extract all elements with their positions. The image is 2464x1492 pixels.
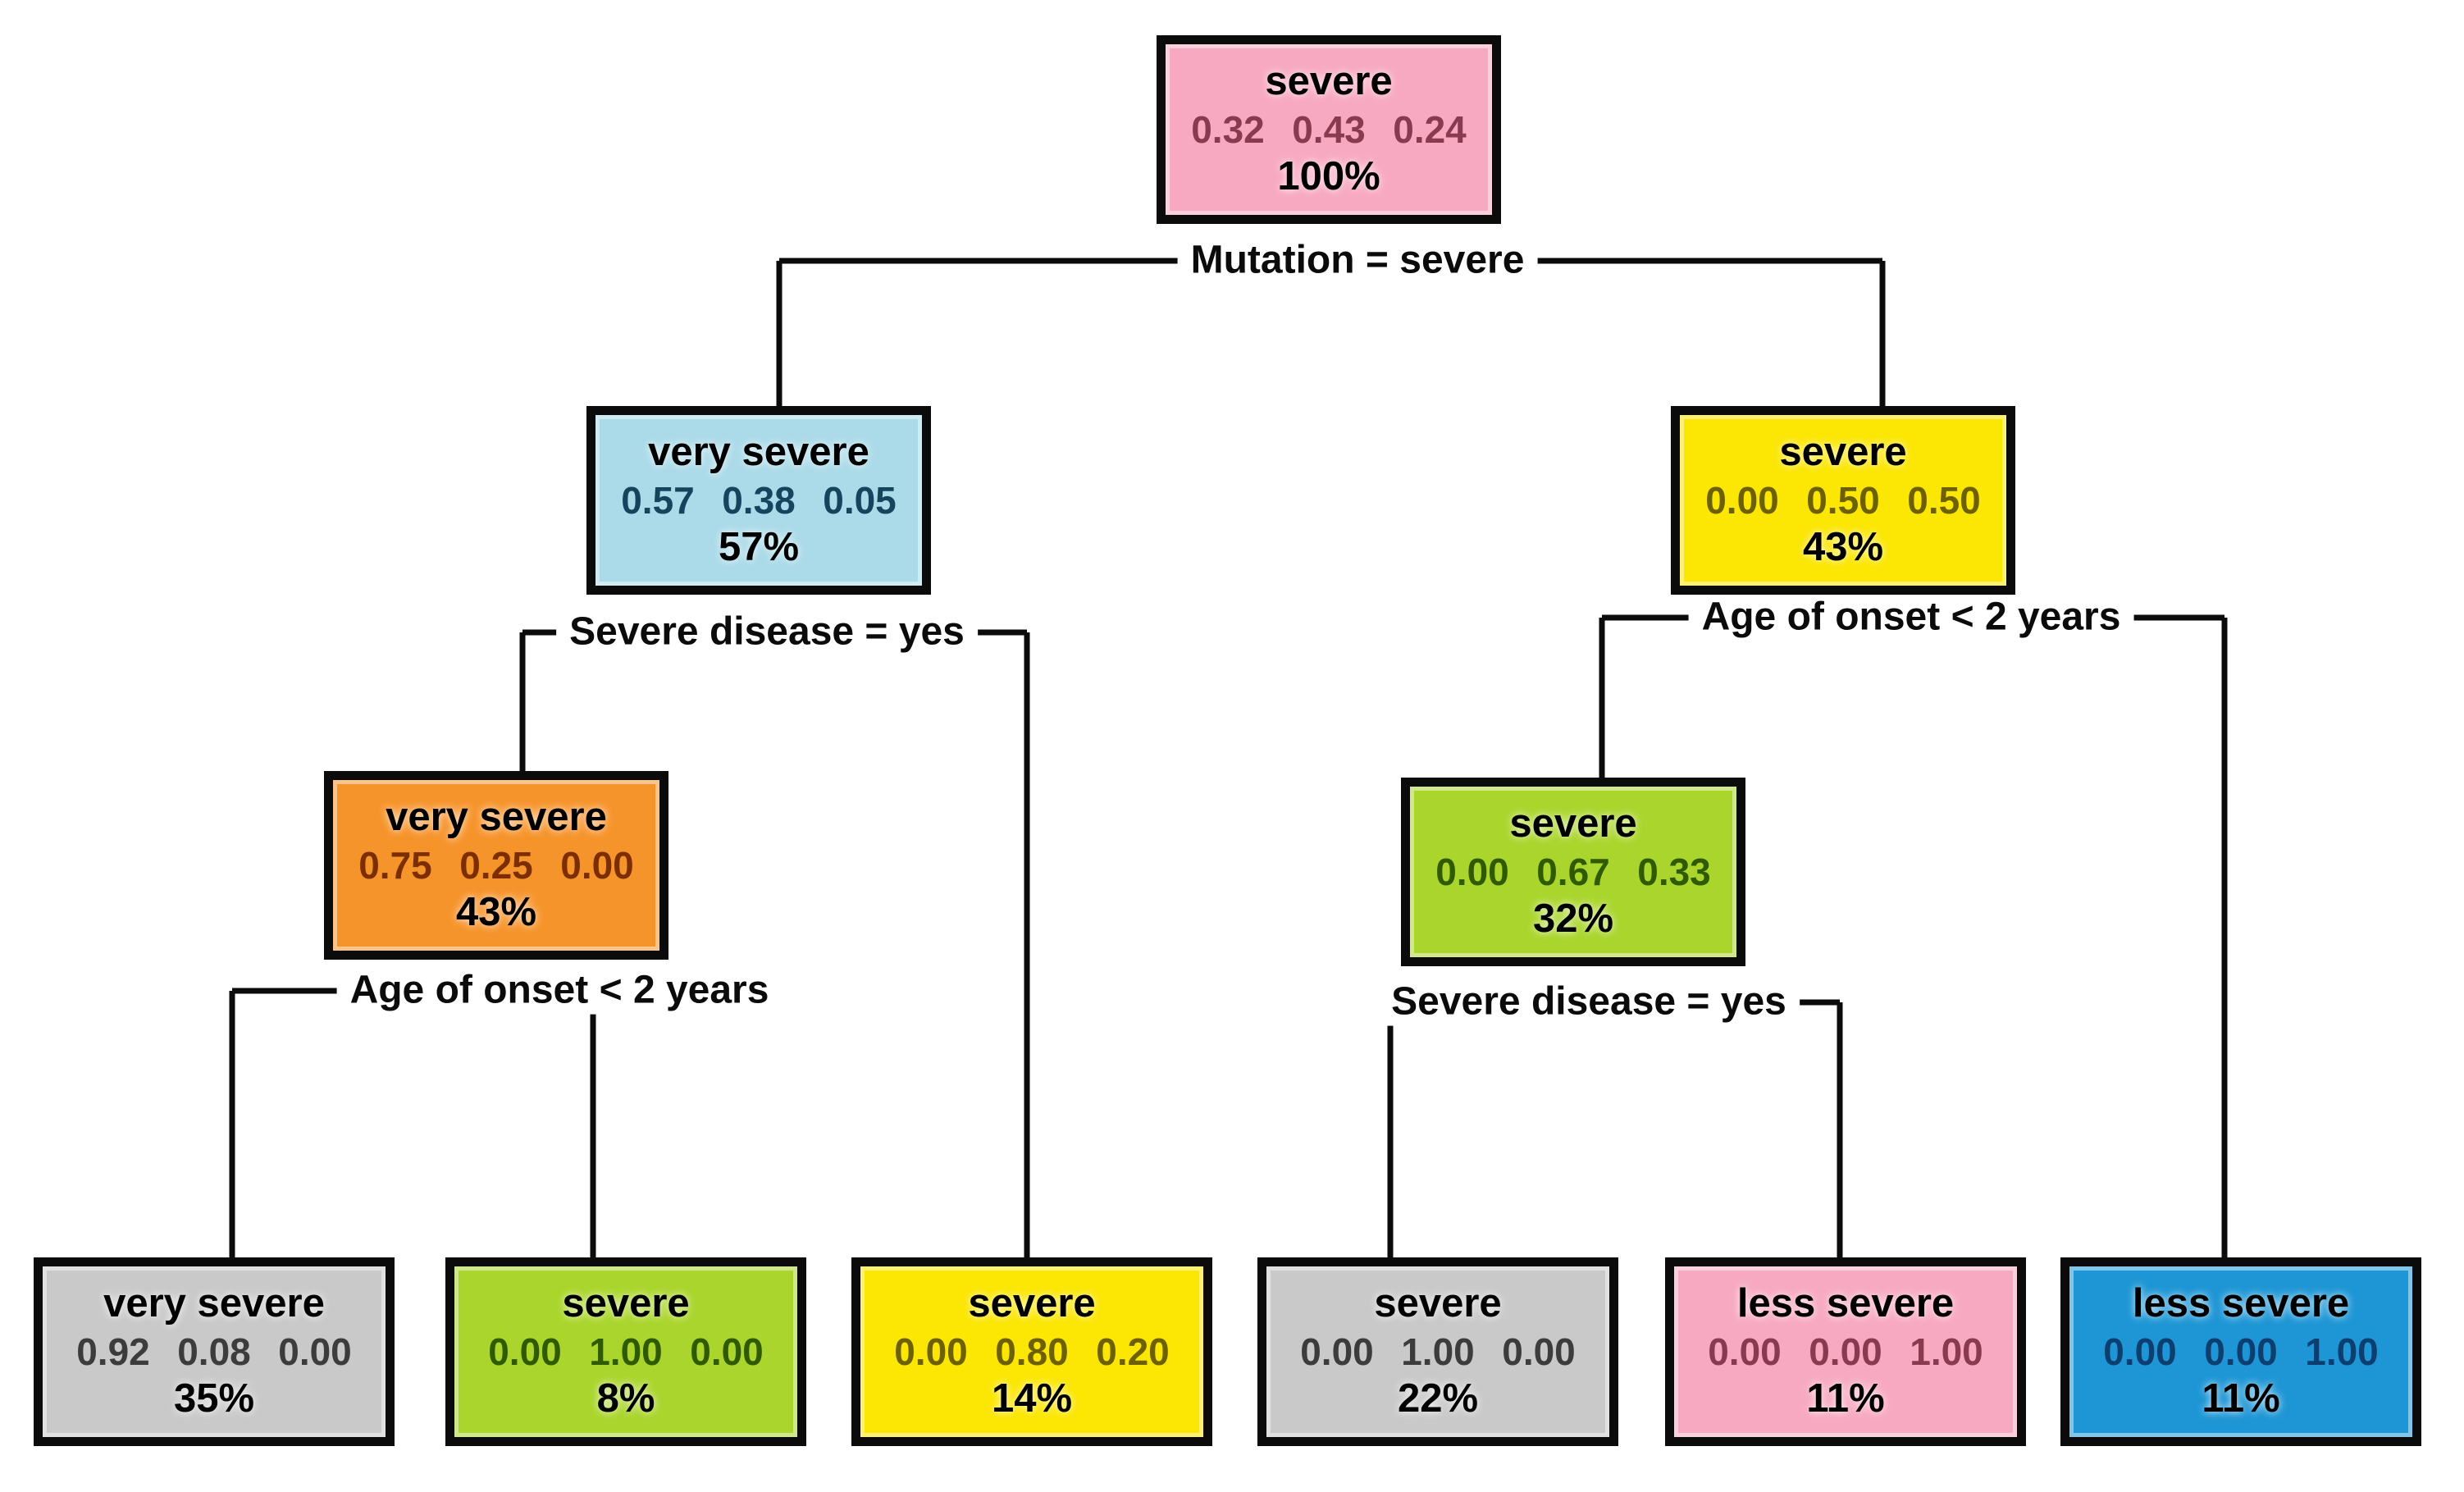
node-class-label: very severe <box>103 1281 325 1326</box>
split-label-mutation: Mutation = severe <box>1177 237 1538 285</box>
node-percentage: 22% <box>1397 1376 1479 1421</box>
node-class-label: less severe <box>2132 1281 2350 1326</box>
node-probabilities: 0.00 0.67 0.33 <box>1435 850 1711 893</box>
branch-n4 <box>1387 999 1843 1257</box>
node-percentage: 43% <box>1802 525 1884 570</box>
leaf-node-less-severe-11-blue: less severe 0.00 0.00 1.00 11% <box>2060 1257 2421 1446</box>
node-percentage: 57% <box>718 525 800 570</box>
leaf-node-less-severe-11-pink: less severe 0.00 0.00 1.00 11% <box>1665 1257 2026 1446</box>
tree-node-severe-32: severe 0.00 0.67 0.33 32% <box>1401 778 1745 966</box>
node-class-label: very severe <box>648 430 869 475</box>
node-percentage: 100% <box>1277 154 1380 199</box>
node-probabilities: 0.00 0.80 0.20 <box>894 1330 1170 1373</box>
node-probabilities: 0.57 0.38 0.05 <box>621 478 897 522</box>
node-percentage: 35% <box>173 1376 255 1421</box>
node-probabilities: 0.00 0.00 1.00 <box>1708 1330 1983 1373</box>
node-probabilities: 0.92 0.08 0.00 <box>76 1330 352 1373</box>
node-class-label: less severe <box>1736 1281 1955 1326</box>
node-percentage: 11% <box>1806 1376 1885 1421</box>
leaf-node-severe-8: severe 0.00 1.00 0.00 8% <box>445 1257 806 1446</box>
node-class-label: severe <box>1265 59 1393 104</box>
leaf-node-severe-14: severe 0.00 0.80 0.20 14% <box>851 1257 1212 1446</box>
node-percentage: 11% <box>2202 1376 2280 1421</box>
node-class-label: severe <box>562 1281 690 1326</box>
tree-node-root: severe 0.32 0.43 0.24 100% <box>1157 35 1501 224</box>
node-class-label: very severe <box>386 795 607 840</box>
tree-node-very-severe-43: very severe 0.75 0.25 0.00 43% <box>324 771 668 960</box>
leaf-node-severe-22: severe 0.00 1.00 0.00 22% <box>1257 1257 1618 1446</box>
node-percentage: 32% <box>1532 897 1614 942</box>
node-percentage: 8% <box>596 1376 655 1421</box>
branch-n3 <box>229 988 596 1257</box>
node-percentage: 43% <box>455 890 537 935</box>
tree-node-severe-43: severe 0.00 0.50 0.50 43% <box>1671 406 2015 595</box>
split-label-age-onset-right: Age of onset < 2 years <box>1688 594 2134 641</box>
tree-node-very-severe-57: very severe 0.57 0.38 0.05 57% <box>586 406 931 595</box>
node-probabilities: 0.00 0.00 1.00 <box>2103 1330 2379 1373</box>
node-probabilities: 0.00 1.00 0.00 <box>488 1330 764 1373</box>
node-class-label: severe <box>968 1281 1096 1326</box>
node-class-label: severe <box>1374 1281 1502 1326</box>
split-label-severe-disease-right: Severe disease = yes <box>1378 979 1800 1026</box>
leaf-node-very-severe-35: very severe 0.92 0.08 0.00 35% <box>34 1257 395 1446</box>
split-label-age-onset-left: Age of onset < 2 years <box>336 967 783 1015</box>
node-probabilities: 0.32 0.43 0.24 <box>1191 107 1467 151</box>
node-class-label: severe <box>1779 430 1907 475</box>
node-probabilities: 0.00 1.00 0.00 <box>1300 1330 1576 1373</box>
node-class-label: severe <box>1509 801 1637 846</box>
node-probabilities: 0.00 0.50 0.50 <box>1705 478 1981 522</box>
split-label-severe-disease-left: Severe disease = yes <box>556 609 978 656</box>
node-percentage: 14% <box>991 1376 1073 1421</box>
node-probabilities: 0.75 0.25 0.00 <box>358 843 634 887</box>
